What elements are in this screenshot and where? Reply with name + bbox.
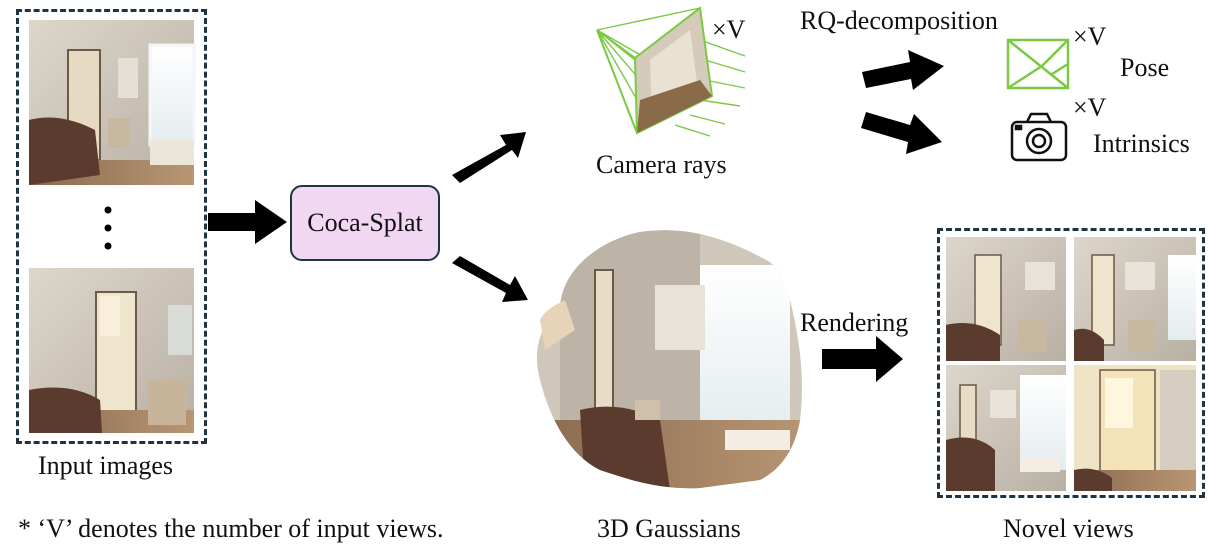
arrows — [208, 50, 944, 382]
input-images-frame — [16, 9, 207, 444]
input-image-1 — [29, 20, 196, 185]
rendering-label: Rendering — [800, 308, 909, 337]
gaussian-scene — [536, 230, 802, 489]
arrow-to-camera-rays — [452, 132, 526, 183]
rq-decomposition-label: RQ-decomposition — [800, 6, 998, 35]
gaussians-label: 3D Gaussians — [597, 514, 741, 543]
camera-icon — [1010, 112, 1068, 162]
footnote: * ‘V’ denotes the number of input views. — [18, 514, 444, 543]
camera-rays-label: Camera rays — [596, 150, 727, 179]
coca-splat-module: Coca-Splat — [290, 185, 440, 261]
novel-views-label: Novel views — [1003, 514, 1134, 543]
input-images-label: Input images — [38, 451, 174, 480]
arrow-to-pose — [862, 50, 944, 90]
intrinsics-times-v: ×V — [1073, 93, 1107, 122]
arrow-to-gaussians — [452, 256, 528, 302]
novel-views-frame — [937, 228, 1205, 498]
novel-view-2 — [1074, 237, 1196, 361]
intrinsics-label: Intrinsics — [1093, 129, 1190, 158]
novel-view-4 — [1074, 365, 1196, 491]
pose-frame-icon — [1006, 38, 1070, 90]
arrow-to-intrinsics — [861, 112, 942, 154]
camera-rays-times-v: ×V — [712, 15, 746, 44]
arrow-rendering — [822, 336, 903, 382]
pose-times-v: ×V — [1073, 22, 1107, 51]
novel-view-1 — [946, 237, 1066, 361]
camera-rays-figure — [596, 6, 746, 137]
module-label: Coca-Splat — [307, 208, 423, 237]
arrow-to-module — [208, 200, 287, 244]
pose-label: Pose — [1120, 53, 1170, 82]
novel-view-3 — [946, 365, 1066, 491]
input-image-2 — [29, 268, 194, 433]
ellipsis-dots — [104, 206, 112, 250]
